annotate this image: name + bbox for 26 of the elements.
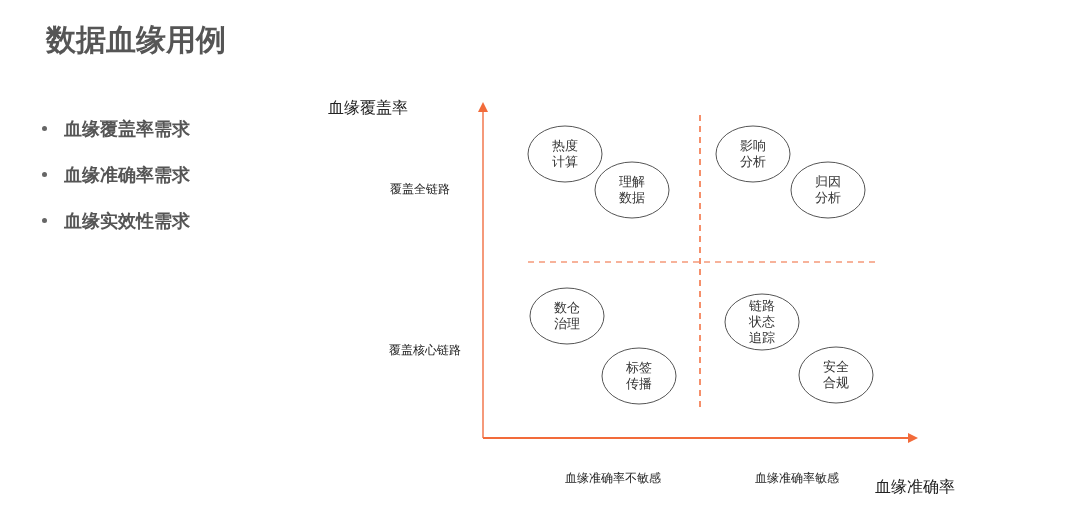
ellipse-bubble — [594, 161, 670, 219]
ellipse-bubble — [724, 293, 800, 351]
ellipse-bubble — [790, 161, 866, 219]
bubble-label: 标签传播 — [625, 360, 653, 392]
bubble-label: 链路状态追踪 — [748, 298, 776, 346]
column-label: 血缘准确率不敏感 — [565, 470, 661, 487]
bubble-label: 理解数据 — [618, 174, 646, 206]
bubble-label: 安全合规 — [822, 359, 850, 391]
bubble-label: 归因分析 — [814, 174, 842, 206]
ellipse-bubble — [527, 125, 603, 183]
bullet-text: 血缘覆盖率需求 — [64, 117, 190, 141]
axis-title: 血缘准确率 — [875, 477, 955, 498]
row-label: 覆盖全链路 — [390, 181, 450, 198]
bullet-text: 血缘准确率需求 — [64, 163, 190, 187]
page-title: 数据血缘用例 — [46, 21, 226, 59]
row-label: 覆盖核心链路 — [389, 342, 461, 359]
ellipse-bubble — [529, 287, 605, 345]
ellipse-bubble — [715, 125, 791, 183]
bubble-label: 数仓治理 — [553, 300, 581, 332]
bullet-text: 血缘实效性需求 — [64, 209, 190, 233]
bubble-label: 热度计算 — [551, 138, 579, 170]
ellipse-bubble — [798, 346, 874, 404]
axis-title: 血缘覆盖率 — [328, 98, 408, 119]
column-label: 血缘准确率敏感 — [755, 470, 839, 487]
bubble-label: 影响分析 — [739, 138, 767, 170]
ellipse-bubble — [601, 347, 677, 405]
